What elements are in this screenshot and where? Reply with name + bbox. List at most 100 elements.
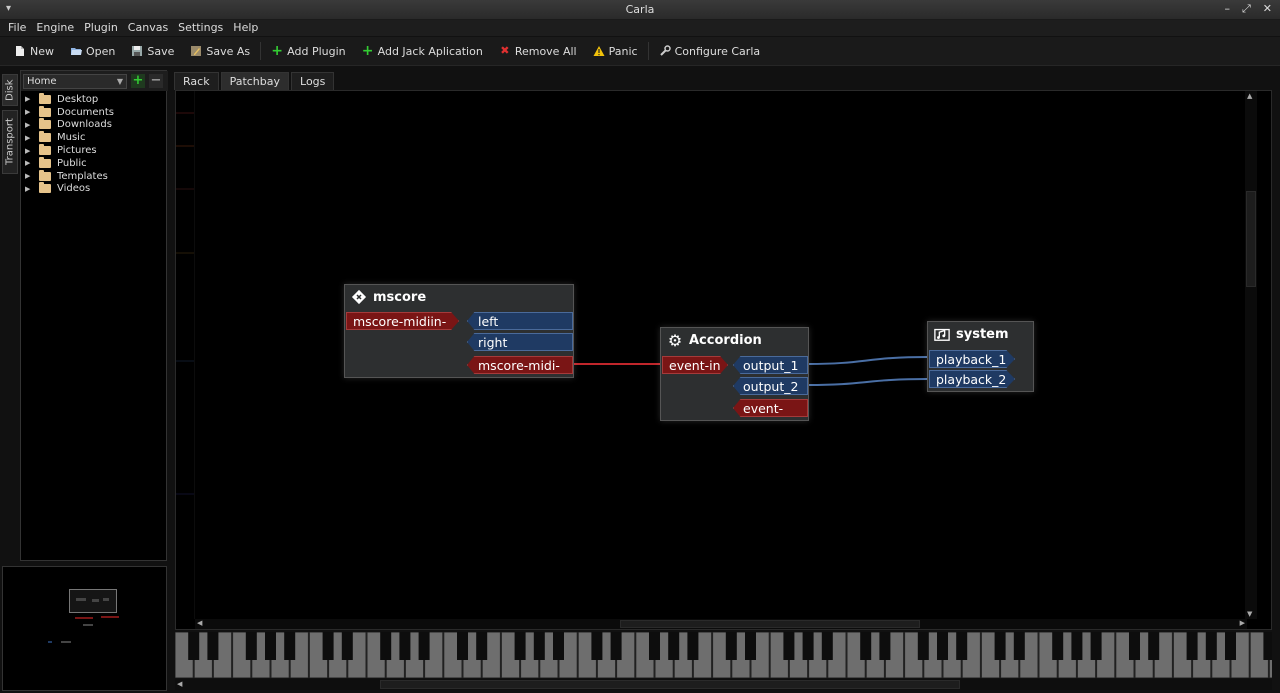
scroll-up-icon[interactable]: ▲ <box>1247 92 1253 100</box>
minimap-viewport[interactable] <box>69 589 117 613</box>
black-key[interactable] <box>668 632 680 660</box>
black-key[interactable] <box>1129 632 1140 660</box>
menu-file[interactable]: File <box>8 21 27 34</box>
tab-logs[interactable]: Logs <box>291 72 335 90</box>
scroll-left-icon[interactable]: ◀ <box>177 680 183 688</box>
port-playback-2[interactable]: playback_2 <box>929 370 1015 388</box>
canvas-vertical-scrollbar[interactable]: ▲ ▼ <box>1245 91 1257 619</box>
add-path-button[interactable]: + <box>131 73 145 88</box>
tab-disk[interactable]: Disk <box>2 74 18 106</box>
menu-canvas[interactable]: Canvas <box>127 21 169 34</box>
menu-settings[interactable]: Settings <box>178 21 224 34</box>
scrollbar-thumb[interactable] <box>380 680 960 689</box>
add-plugin-button[interactable]: + Add Plugin <box>263 40 353 62</box>
black-key[interactable] <box>284 632 296 660</box>
expand-arrow-icon[interactable]: ▶ <box>25 120 31 129</box>
black-key[interactable] <box>956 632 968 660</box>
black-key[interactable] <box>1205 632 1217 660</box>
list-item[interactable]: ▶Downloads <box>25 118 114 132</box>
black-key[interactable] <box>917 632 929 660</box>
black-key[interactable] <box>591 632 603 660</box>
list-item[interactable]: ▶Videos <box>25 182 114 196</box>
black-key[interactable] <box>418 632 430 660</box>
list-item[interactable]: ▶Pictures <box>25 144 114 157</box>
node-mscore[interactable]: mscore mscore-midiin-1 left right mscore… <box>344 284 574 378</box>
configure-carla-button[interactable]: Configure Carla <box>651 40 769 62</box>
list-item[interactable]: ▶Documents <box>25 105 114 119</box>
panic-button[interactable]: Panic <box>585 40 646 62</box>
port-event-out[interactable]: event-out <box>733 399 808 417</box>
new-button[interactable]: New <box>6 40 62 62</box>
black-key[interactable] <box>188 632 200 660</box>
path-dropdown[interactable]: Home ▼ <box>23 74 127 89</box>
menu-engine[interactable]: Engine <box>36 21 75 34</box>
black-key[interactable] <box>821 632 833 660</box>
scrollbar-thumb[interactable] <box>1246 191 1256 287</box>
node-accordion[interactable]: ⚙ Accordion event-in output_1 output_2 e… <box>660 327 809 421</box>
black-key[interactable] <box>553 632 564 660</box>
expand-arrow-icon[interactable]: ▶ <box>25 159 31 168</box>
scrollbar-thumb[interactable] <box>620 620 920 628</box>
black-key[interactable] <box>476 632 488 660</box>
open-button[interactable]: Open <box>62 40 123 62</box>
scroll-left-icon[interactable]: ◀ <box>197 619 203 627</box>
window-menu-icon[interactable]: ▾ <box>6 3 12 14</box>
expand-arrow-icon[interactable]: ▶ <box>25 108 31 117</box>
port-midi-in[interactable]: mscore-midiin-1 <box>346 312 459 330</box>
save-as-button[interactable]: Save As <box>182 40 258 62</box>
canvas-minimap[interactable] <box>2 566 167 691</box>
black-key[interactable] <box>725 632 737 660</box>
port-output-1[interactable]: output_1 <box>733 356 808 374</box>
black-key[interactable] <box>802 632 814 660</box>
black-key[interactable] <box>937 632 948 660</box>
list-item[interactable]: ▶Templates <box>25 169 114 183</box>
black-key[interactable] <box>1013 632 1025 660</box>
black-key[interactable] <box>399 632 411 660</box>
tab-rack[interactable]: Rack <box>174 72 219 90</box>
add-jack-application-button[interactable]: + Add Jack Aplication <box>354 40 491 62</box>
black-key[interactable] <box>1263 632 1272 660</box>
black-key[interactable] <box>994 632 1006 660</box>
black-key[interactable] <box>265 632 276 660</box>
black-key[interactable] <box>879 632 891 660</box>
black-key[interactable] <box>610 632 622 660</box>
black-key[interactable] <box>745 632 756 660</box>
black-key[interactable] <box>380 632 392 660</box>
black-key[interactable] <box>860 632 872 660</box>
piano-keys[interactable] <box>175 632 1272 678</box>
save-button[interactable]: Save <box>123 40 182 62</box>
panel-splitter[interactable] <box>168 70 173 690</box>
port-event-in[interactable]: event-in <box>662 356 728 374</box>
close-icon[interactable]: ✕ <box>1262 2 1272 15</box>
expand-arrow-icon[interactable]: ▶ <box>25 184 31 193</box>
remove-all-button[interactable]: ✖ Remove All <box>491 40 585 62</box>
canvas-horizontal-scrollbar[interactable]: ◀ ▶ <box>195 619 1247 629</box>
list-item[interactable]: ▶Public <box>25 156 114 170</box>
expand-arrow-icon[interactable]: ▶ <box>25 172 31 181</box>
expand-arrow-icon[interactable]: ▶ <box>25 95 31 104</box>
expand-arrow-icon[interactable]: ▶ <box>25 133 31 142</box>
black-key[interactable] <box>1052 632 1064 660</box>
list-item[interactable]: ▶Desktop <box>25 92 114 106</box>
minimize-icon[interactable]: – <box>1224 2 1230 15</box>
black-key[interactable] <box>207 632 219 660</box>
tab-transport[interactable]: Transport <box>2 110 18 174</box>
black-key[interactable] <box>533 632 545 660</box>
black-key[interactable] <box>1090 632 1102 660</box>
tab-patchbay[interactable]: Patchbay <box>220 72 290 90</box>
black-key[interactable] <box>341 632 353 660</box>
scroll-down-icon[interactable]: ▼ <box>1247 610 1253 618</box>
black-key[interactable] <box>245 632 257 660</box>
port-audio-out-right[interactable]: right <box>467 333 573 351</box>
black-key[interactable] <box>783 632 795 660</box>
port-midi-out[interactable]: mscore-midi-1 <box>467 356 573 374</box>
black-key[interactable] <box>322 632 334 660</box>
maximize-icon[interactable]: ⤢ <box>1241 2 1251 15</box>
black-key[interactable] <box>687 632 699 660</box>
black-key[interactable] <box>1148 632 1160 660</box>
piano-keyboard[interactable] <box>175 632 1272 678</box>
port-audio-out-left[interactable]: left <box>467 312 573 330</box>
expand-arrow-icon[interactable]: ▶ <box>25 146 31 155</box>
scroll-right-icon[interactable]: ▶ <box>1239 619 1245 627</box>
menu-plugin[interactable]: Plugin <box>84 21 118 34</box>
